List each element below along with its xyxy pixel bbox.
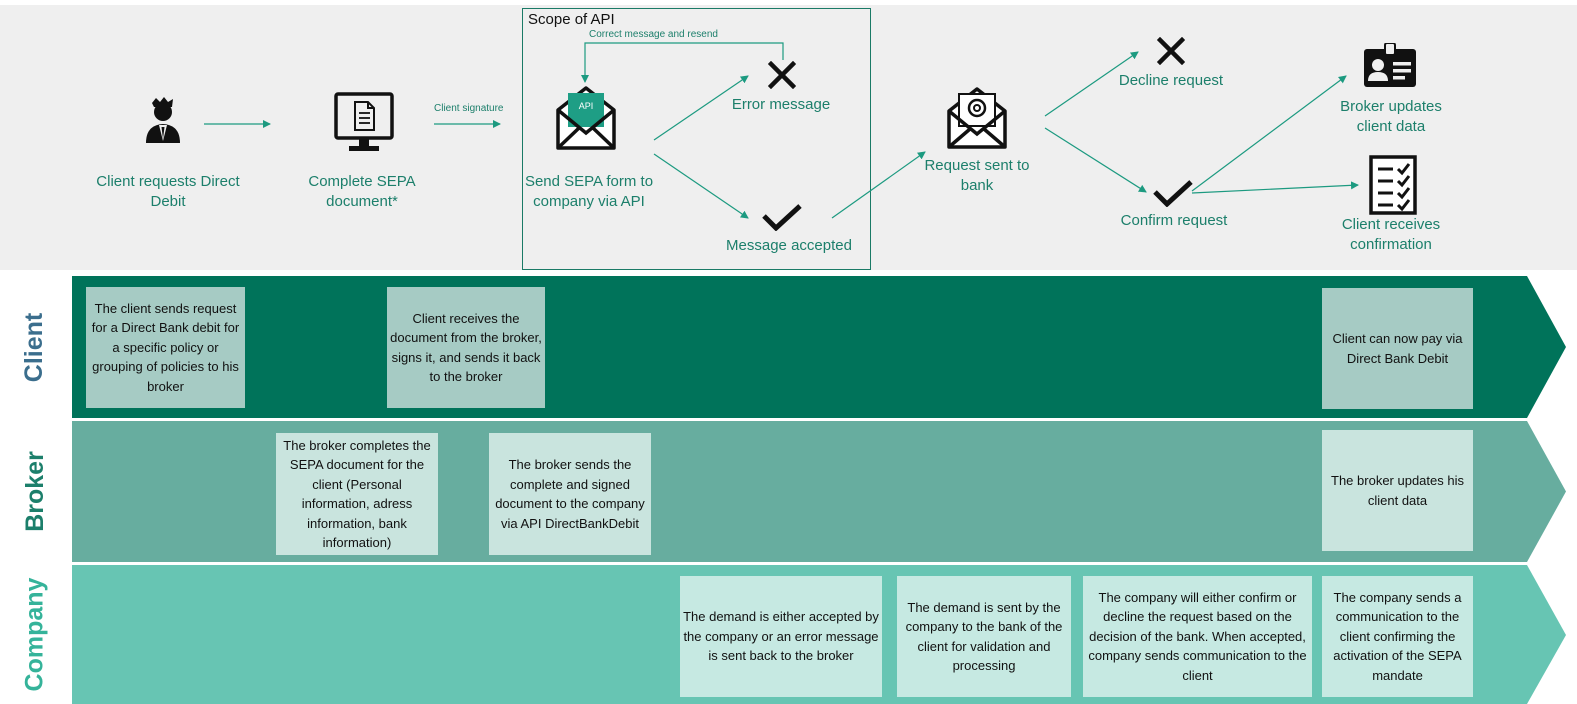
- confirm-check-icon: [1153, 180, 1193, 207]
- step-client-requests: Client requests Direct Debit: [96, 173, 240, 210]
- lane-title-company: Company: [20, 577, 49, 692]
- lane-broker: [72, 421, 1567, 562]
- step-broker-updates: Broker updates client data: [1340, 98, 1442, 135]
- step-request-bank: Request sent to bank: [924, 157, 1030, 194]
- broker-card-sends: The broker sends the complete and signed…: [489, 433, 651, 555]
- at-envelope-icon: [947, 87, 1007, 149]
- api-badge-text: API: [578, 101, 594, 111]
- monitor-document-icon: [334, 92, 394, 151]
- company-card-accepted: The demand is either accepted by the com…: [680, 576, 882, 697]
- step-send-sepa: Send SEPA form to company via API: [524, 173, 654, 210]
- lane-title-client: Client: [20, 312, 49, 382]
- arrow-bank-to-decline: [1044, 51, 1139, 117]
- api-scope-box: [522, 8, 871, 270]
- lane-title-broker: Broker: [20, 451, 49, 532]
- checklist-icon: [1369, 155, 1417, 215]
- arrow-bank-to-confirm: [1044, 127, 1147, 193]
- arrow-accepted-to-bank: [831, 151, 926, 219]
- step-complete-sepa: Complete SEPA document*: [308, 173, 416, 210]
- arrow-send-to-error: [653, 75, 749, 141]
- arrow-resend-loop: [581, 42, 784, 83]
- arrow-confirm-to-broker: [1191, 75, 1347, 192]
- client-card-signs: Client receives the document from the br…: [387, 287, 545, 408]
- step-error-message: Error message: [731, 96, 831, 113]
- api-envelope-icon: API: [555, 85, 617, 151]
- accepted-check-icon: [762, 204, 802, 231]
- client-card-request: The client sends request for a Direct Ba…: [86, 287, 245, 408]
- company-card-bank: The demand is sent by the company to the…: [897, 576, 1071, 697]
- error-cross-icon: [768, 61, 796, 89]
- broker-card-completes: The broker completes the SEPA document f…: [276, 433, 438, 555]
- lane-broker-chevron: [72, 421, 1566, 562]
- company-card-decision: The company will either confirm or decli…: [1083, 576, 1312, 697]
- client-signature-label: Client signature: [434, 103, 504, 114]
- decline-cross-icon: [1157, 37, 1185, 65]
- step-message-accepted: Message accepted: [726, 237, 852, 254]
- step-decline-request: Decline request: [1118, 72, 1224, 89]
- id-card-icon: [1364, 43, 1416, 87]
- arrow-send-to-accepted: [653, 153, 749, 219]
- step-client-receives: Client receives confirmation: [1341, 216, 1441, 253]
- company-card-mandate: The company sends a communication to the…: [1322, 576, 1473, 697]
- client-card-pay: Client can now pay via Direct Bank Debit: [1322, 288, 1473, 409]
- broker-card-updates: The broker updates his client data: [1322, 430, 1473, 551]
- correct-resend-label: Correct message and resend: [589, 29, 718, 40]
- scope-title: Scope of API: [528, 11, 615, 28]
- arrow-confirm-to-client: [1191, 181, 1359, 194]
- process-flow-panel: [0, 5, 1577, 270]
- step-confirm-request: Confirm request: [1120, 212, 1228, 229]
- person-icon: [146, 97, 180, 143]
